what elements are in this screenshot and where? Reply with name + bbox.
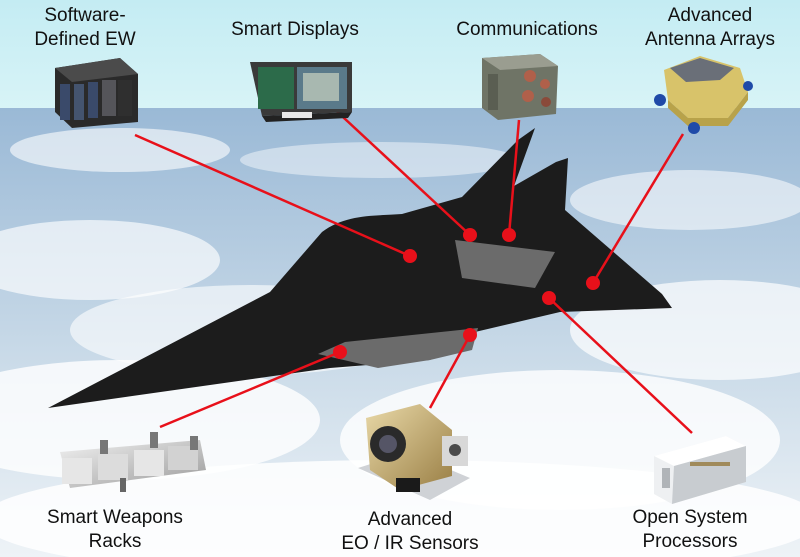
antenna-array-icon bbox=[654, 56, 753, 134]
eo-ir-sensor-icon bbox=[358, 404, 470, 500]
displays-dot bbox=[463, 228, 477, 242]
label-software-ew: Software- Defined EW bbox=[20, 4, 150, 52]
comms-dot bbox=[502, 228, 516, 242]
weapons-rack-icon bbox=[60, 432, 206, 492]
label-line: Processors bbox=[642, 531, 738, 552]
lower-fuselage-panel bbox=[318, 328, 478, 368]
label-line: Antenna Arrays bbox=[645, 29, 775, 50]
aircraft-silhouette bbox=[48, 128, 672, 408]
callout-dots bbox=[333, 228, 600, 359]
antenna-dot bbox=[586, 276, 600, 290]
weapons-dot bbox=[333, 345, 347, 359]
label-eo-ir: Advanced EO / IR Sensors bbox=[320, 508, 500, 556]
eo-ir-dot bbox=[463, 328, 477, 342]
label-line: Advanced bbox=[667, 5, 753, 26]
label-line: Racks bbox=[88, 531, 142, 552]
label-line: Advanced bbox=[367, 509, 453, 530]
label-antenna-arrays: Advanced Antenna Arrays bbox=[625, 4, 795, 52]
label-open-system: Open System Processors bbox=[610, 506, 770, 554]
label-line: Defined EW bbox=[34, 29, 136, 50]
aircraft-body bbox=[48, 128, 672, 408]
comm-module-icon bbox=[482, 54, 558, 120]
label-line: Smart Displays bbox=[231, 19, 359, 40]
label-line: Smart Weapons bbox=[47, 507, 183, 528]
label-line: EO / IR Sensors bbox=[341, 533, 479, 554]
ew-dot bbox=[403, 249, 417, 263]
label-communications: Communications bbox=[432, 18, 622, 42]
label-smart-displays: Smart Displays bbox=[210, 18, 380, 42]
label-weapons-racks: Smart Weapons Racks bbox=[20, 506, 210, 554]
ew-chassis-icon bbox=[55, 58, 138, 128]
label-line: Communications bbox=[456, 19, 598, 40]
processor-box-icon bbox=[654, 436, 746, 504]
display-panel-icon bbox=[250, 62, 352, 122]
label-line: Open System bbox=[632, 507, 748, 528]
processor-dot bbox=[542, 291, 556, 305]
canopy-panel bbox=[455, 240, 555, 288]
callout-lines bbox=[134, 104, 693, 434]
label-line: Software- bbox=[44, 5, 126, 26]
